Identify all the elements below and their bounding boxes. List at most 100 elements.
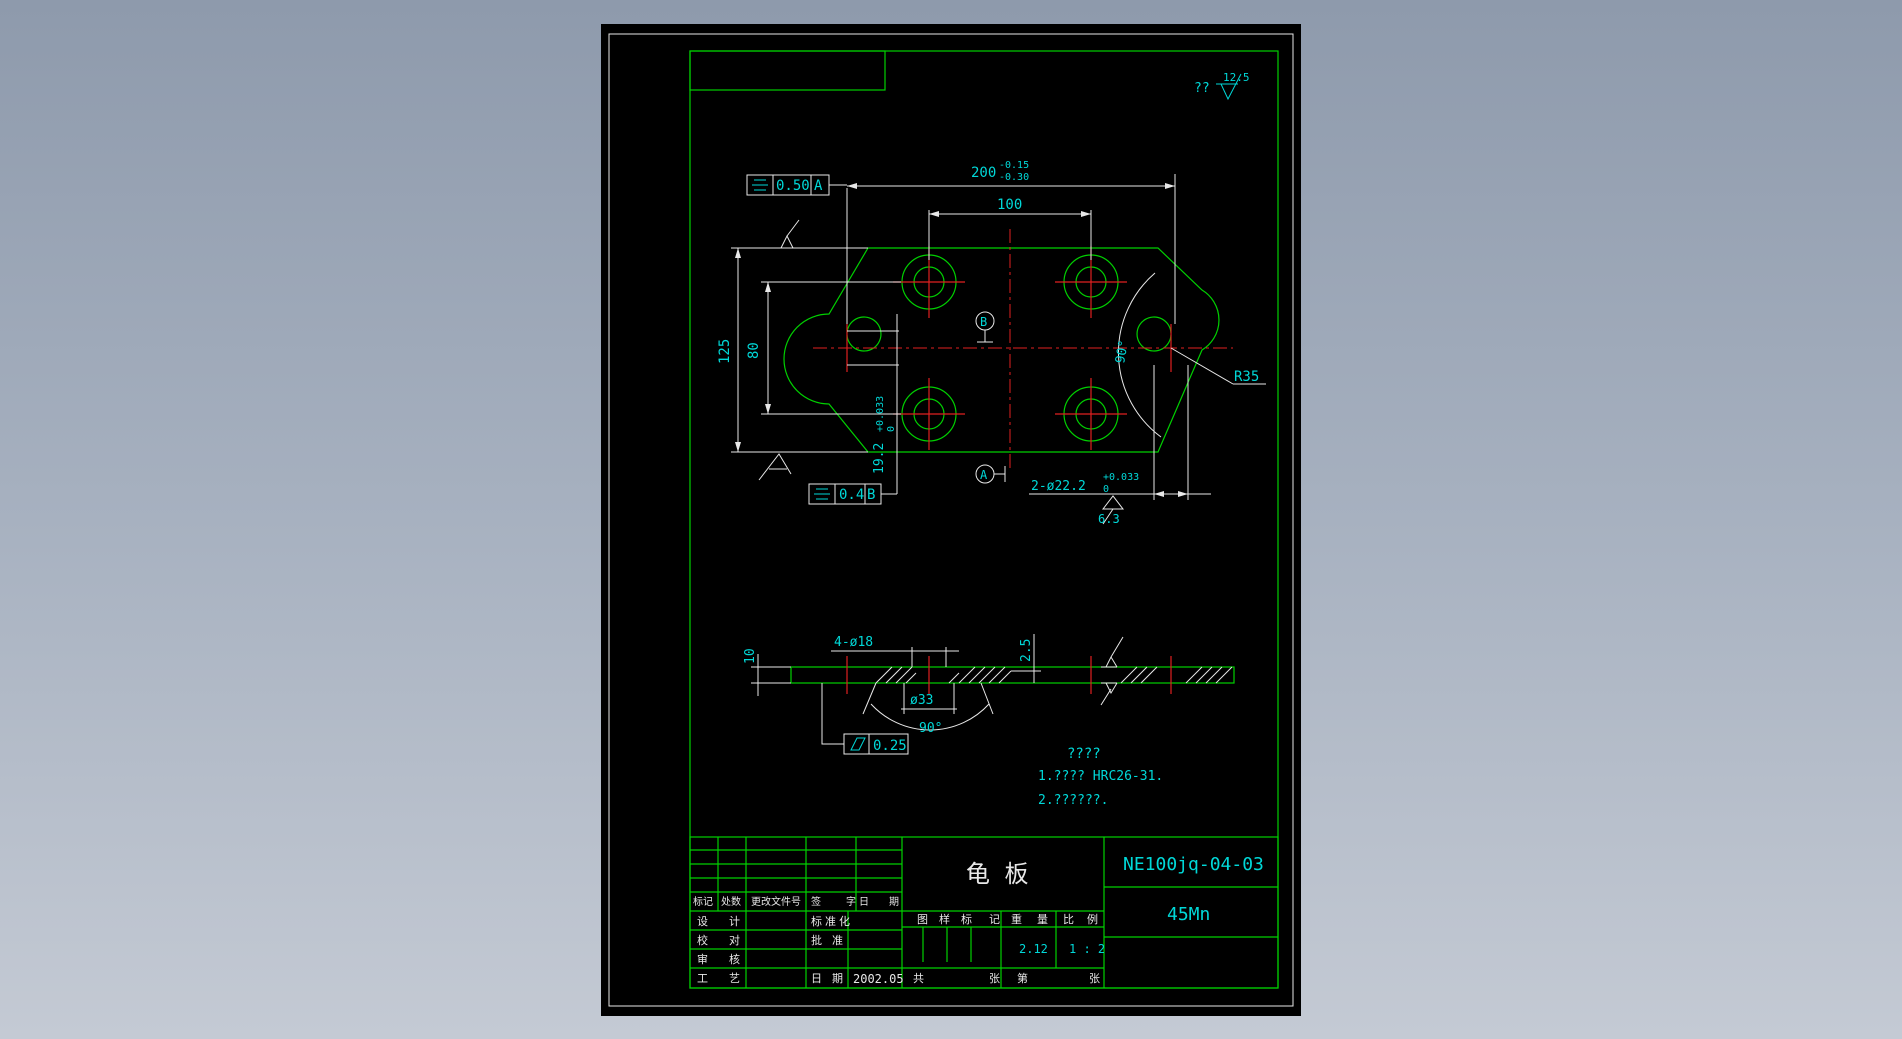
roughness-mark-pin <box>1101 495 1125 525</box>
datum-b-marker <box>975 311 995 343</box>
datum-a-label: A <box>980 468 988 482</box>
dim-200-text: 200 <box>971 165 996 181</box>
lbl-sheet-2: 张 <box>1089 972 1100 985</box>
pin-holes-tol-lower: 0 <box>1103 484 1109 495</box>
gdt-top-datum: A <box>814 178 823 194</box>
dim-pin-holes <box>1029 365 1211 500</box>
part-name: 龟 板 <box>966 860 1028 888</box>
lbl-process-1: 工 <box>697 972 708 985</box>
angle-arc-top <box>1117 272 1162 438</box>
material: 45Mn <box>1167 904 1210 925</box>
dim-depth <box>1011 634 1041 683</box>
lbl-total-2: 张 <box>989 972 1000 985</box>
roughness-mark-bottom <box>758 453 792 481</box>
lbl-scale-1: 比 <box>1063 913 1074 926</box>
title-block <box>689 836 1279 989</box>
pin-holes-tol-upper: +0.033 <box>1103 472 1139 483</box>
gdt-bottom-datum: B <box>867 487 875 503</box>
dim-overall-length <box>846 174 1176 324</box>
dim-125-text: 125 <box>717 339 733 364</box>
roughness-label: ?? <box>1194 81 1210 96</box>
lbl-date-2: 期 <box>832 972 843 985</box>
lbl-mark-1: 图 <box>917 913 928 926</box>
lbl-process-2: 艺 <box>729 972 740 985</box>
dim-slot-tol-lower: 0 <box>886 426 897 432</box>
lbl-approve-2: 准 <box>832 934 843 947</box>
notes-line1: 1.???? HRC26-31. <box>1038 769 1163 784</box>
dim-height-125 <box>731 247 868 453</box>
gdt-symmetry-top <box>746 174 847 196</box>
gdt-flatness <box>821 683 909 755</box>
drawing-number: NE100jq-04-03 <box>1123 854 1264 875</box>
lbl-std-2: 准 <box>825 915 836 928</box>
lbl-weight-1: 重 <box>1011 912 1022 926</box>
notes-title: ???? <box>1067 746 1101 762</box>
slot-left <box>846 316 882 352</box>
dim-200-tol-lower: -0.30 <box>999 172 1029 183</box>
cad-drawing: ?? 12.5 200 -0.15 -0.30 <box>608 33 1294 1007</box>
dim-hole-spacing <box>928 210 1092 260</box>
weight-value: 2.12 <box>1019 942 1048 956</box>
lbl-review-2: 核 <box>729 952 740 966</box>
lbl-scale-2: 例 <box>1087 912 1098 926</box>
gdt-top-value: 0.50 <box>776 178 810 194</box>
roughness-mark-section-top <box>1101 636 1124 668</box>
roughness-mark-top <box>775 219 800 249</box>
lbl-design-2: 计 <box>729 915 740 928</box>
slot-right <box>1136 316 1172 352</box>
hdr-char: 字 <box>846 895 856 908</box>
section-plate <box>790 666 1235 684</box>
dim-slot-width <box>847 314 899 495</box>
dim-slot-text: 19.2 <box>872 443 887 474</box>
roughness-mark-section-bottom <box>1100 682 1118 706</box>
roughness-pin-text: 6.3 <box>1098 512 1120 526</box>
lbl-design-1: 设 <box>697 915 708 928</box>
radius-text: R35 <box>1234 369 1259 385</box>
lbl-sheet-1: 第 <box>1017 971 1028 985</box>
corner-box <box>689 50 886 91</box>
lbl-review-1: 审 <box>697 952 708 966</box>
drawing-sheet: ?? 12.5 200 -0.15 -0.30 <box>601 24 1301 1016</box>
dim-slot-tol-upper: +0.033 <box>875 396 886 432</box>
notes-line2: 2.??????. <box>1038 793 1108 808</box>
hdr-sign: 签 <box>811 895 821 908</box>
angle-section-text: 90° <box>919 721 942 736</box>
datum-b-label: B <box>980 315 987 329</box>
radius-leader <box>1170 347 1234 385</box>
dim-200-tol-upper: -0.15 <box>999 160 1029 171</box>
angle-arc-section <box>870 703 990 731</box>
dim-counterbore <box>901 683 957 714</box>
lbl-weight-2: 量 <box>1037 913 1048 926</box>
roughness-value: 12.5 <box>1223 71 1250 84</box>
lbl-mark-3: 标 <box>961 912 972 926</box>
scale-value: 1 : 2 <box>1069 942 1105 956</box>
date-value: 2002.05 <box>853 972 904 986</box>
lbl-proof-2: 对 <box>729 933 740 947</box>
depth-text: 2.5 <box>1019 639 1034 662</box>
gdt-bottom-value: 0.4 <box>839 487 864 503</box>
hdr-day: 日 <box>859 897 869 908</box>
lbl-std-3: 化 <box>839 914 850 928</box>
counterbore-text: ø33 <box>910 693 933 708</box>
thickness-text: 10 <box>743 648 758 664</box>
dim-80-text: 80 <box>746 342 762 359</box>
gdt-symmetry-bottom <box>808 483 882 505</box>
lbl-mark-2: 样 <box>939 912 950 926</box>
outer-border <box>608 33 1294 1007</box>
datum-a-marker <box>975 464 1006 484</box>
section-holes-text: 4-ø18 <box>834 635 873 650</box>
lbl-std-1: 标 <box>811 914 822 928</box>
plate-outline <box>783 247 1220 453</box>
flatness-value: 0.25 <box>873 738 907 754</box>
roughness-icon <box>1216 73 1242 101</box>
lbl-approve-1: 批 <box>811 933 822 947</box>
lbl-proof-1: 校 <box>697 933 708 947</box>
lbl-mark-4: 记 <box>989 913 1000 926</box>
pin-holes-text: 2-ø22.2 <box>1031 479 1086 494</box>
angle-top-text: 90° <box>1113 339 1132 365</box>
dim-thickness <box>751 654 791 696</box>
hdr-date: 期 <box>889 896 899 908</box>
hdr-doc: 更改文件号 <box>751 895 801 908</box>
section-hatching <box>875 666 1233 684</box>
hole-centerlines <box>846 246 1172 450</box>
